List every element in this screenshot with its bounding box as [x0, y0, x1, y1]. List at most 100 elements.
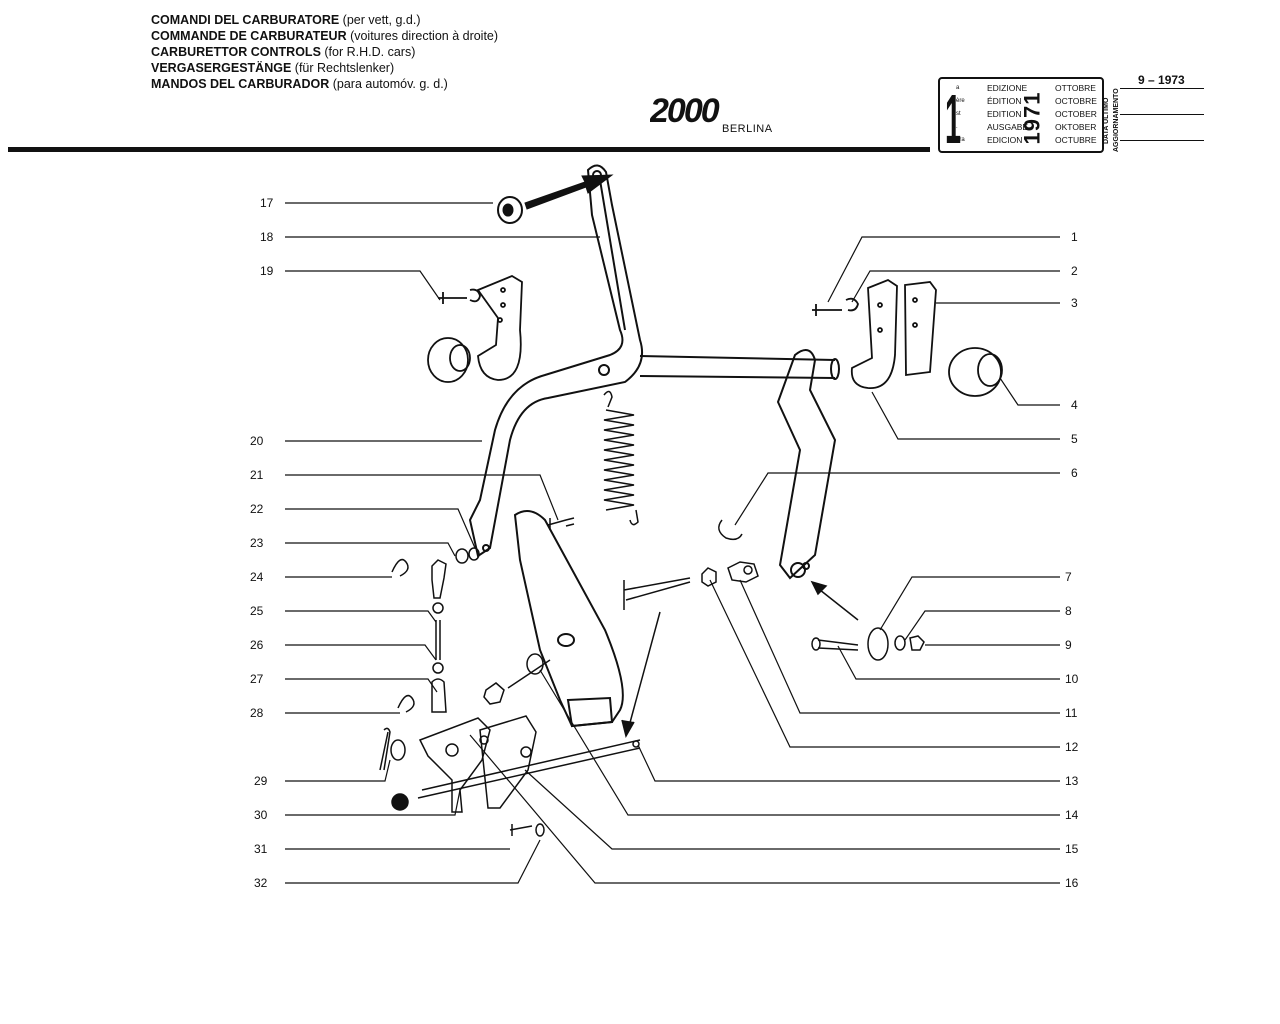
callout-15: 15: [1065, 842, 1079, 856]
callout-31: 31: [254, 842, 268, 856]
edition-month-2: OCTOBER: [1055, 109, 1097, 119]
leader-19: [285, 270, 441, 301]
leader-10: [837, 645, 1060, 680]
leader-23: [285, 542, 456, 557]
callout-11: 11: [1065, 706, 1078, 720]
callout-21: 21: [250, 468, 264, 482]
push-rod-13: [417, 577, 691, 799]
leader-1: [827, 236, 1060, 303]
bolt-21: [547, 517, 575, 530]
model-logo-text: 2000: [650, 96, 720, 126]
callout-16: 16: [1065, 876, 1079, 890]
callout-18: 18: [260, 230, 274, 244]
leader-11: [739, 579, 1060, 714]
edition-month-4: OCTUBRE: [1055, 135, 1097, 145]
callout-10: 10: [1065, 672, 1079, 686]
callout-3: 3: [1071, 296, 1078, 310]
model-name: BERLINA: [722, 123, 773, 135]
leader-lines-left: [285, 202, 600, 884]
callout-20: 20: [250, 434, 264, 448]
edition-sup-1: ère: [956, 98, 965, 104]
edition-word-4: EDICION: [987, 135, 1023, 145]
bush-left-parts: [427, 274, 523, 383]
title-french: COMMANDE DE CARBURATEUR (voitures direct…: [151, 29, 499, 43]
edition-month-0: OTTOBRE: [1055, 83, 1096, 93]
title-german: VERGASERGESTÄNGE (für Rechtslenker): [151, 61, 395, 75]
edition-month-3: OKTOBER: [1055, 122, 1097, 132]
callouts-right: 1 2 3 4 5 6 7 8 9 10 11 12 13 14 15 16: [1065, 230, 1079, 890]
edition-word-2: EDITION: [987, 109, 1022, 119]
leader-12: [709, 579, 1060, 748]
pedal-shaft: [639, 355, 840, 380]
leader-4: [999, 377, 1060, 406]
edition-box: [938, 77, 1104, 153]
leader-7: [879, 576, 1060, 631]
leader-13: [637, 744, 1060, 782]
leader-30: [285, 789, 461, 816]
leader-lines-right: [469, 236, 1060, 884]
stud-16: [483, 653, 551, 705]
callout-1: 1: [1071, 230, 1078, 244]
callout-25: 25: [250, 604, 264, 618]
edition-sup-0: a: [956, 85, 960, 91]
svg-text:1: 1: [945, 81, 961, 145]
callout-26: 26: [250, 638, 264, 652]
callout-32: 32: [254, 876, 268, 890]
edition-sup-3: .: [956, 124, 958, 130]
edition-month-1: OCTOBRE: [1055, 96, 1097, 106]
title-italian: COMANDI DEL CARBURATORE (per vett, g.d.): [151, 13, 421, 27]
callout-27: 27: [250, 672, 264, 686]
callouts-left: 17 18 19 20 21 22 23 24 25 26 27 28 29 3…: [250, 196, 274, 890]
callout-7: 7: [1065, 570, 1072, 584]
title-spanish: MANDOS DEL CARBURADOR (para automóv. g. …: [151, 77, 448, 91]
callout-5: 5: [1071, 432, 1078, 446]
edition-sup-2: st: [956, 111, 961, 117]
leader-27: [285, 678, 438, 693]
update-line-1: [1120, 88, 1204, 89]
callout-29: 29: [254, 774, 268, 788]
callout-28: 28: [250, 706, 264, 720]
update-date: 9 – 1973: [1138, 73, 1185, 87]
leader-6: [734, 472, 1060, 526]
leader-32: [285, 839, 541, 884]
callout-17: 17: [260, 196, 274, 210]
lower-linkage-parts: [379, 547, 545, 837]
callout-9: 9: [1065, 638, 1072, 652]
callout-14: 14: [1065, 808, 1079, 822]
update-line-2: [1120, 114, 1204, 115]
leader-25: [285, 610, 437, 623]
callout-13: 13: [1065, 774, 1079, 788]
leader-5: [871, 391, 1060, 440]
leader-21: [285, 474, 559, 521]
edition-sup-4: era: [956, 137, 965, 143]
return-spring: [603, 390, 639, 526]
leader-8: [904, 610, 1060, 641]
edition-word-1: ÉDITION: [987, 96, 1022, 106]
model-logo: 2000: [650, 96, 722, 126]
callout-24: 24: [250, 570, 264, 584]
header-rule: [8, 147, 930, 152]
callout-22: 22: [250, 502, 264, 516]
edition-word-0: EDIZIONE: [987, 83, 1028, 93]
callout-23: 23: [250, 536, 264, 550]
callout-19: 19: [260, 264, 274, 278]
leader-29: [285, 759, 391, 782]
accelerator-pedal: [513, 510, 624, 728]
callout-8: 8: [1065, 604, 1072, 618]
bellcrank-lever: [776, 349, 837, 580]
leader-16: [469, 734, 1060, 884]
callout-30: 30: [254, 808, 268, 822]
update-line-3: [1120, 140, 1204, 141]
callout-12: 12: [1065, 740, 1079, 754]
leader-22: [285, 508, 476, 549]
leader-2: [851, 270, 1060, 303]
grommet-17: [497, 174, 614, 224]
callout-4: 4: [1071, 398, 1078, 412]
leader-15: [524, 769, 1060, 850]
callout-2: 2: [1071, 264, 1078, 278]
leader-26: [285, 644, 437, 661]
callout-6: 6: [1071, 466, 1078, 480]
edition-word-3: AUSGABE: [987, 122, 1029, 132]
title-english: CARBURETTOR CONTROLS (for R.H.D. cars): [151, 45, 416, 59]
